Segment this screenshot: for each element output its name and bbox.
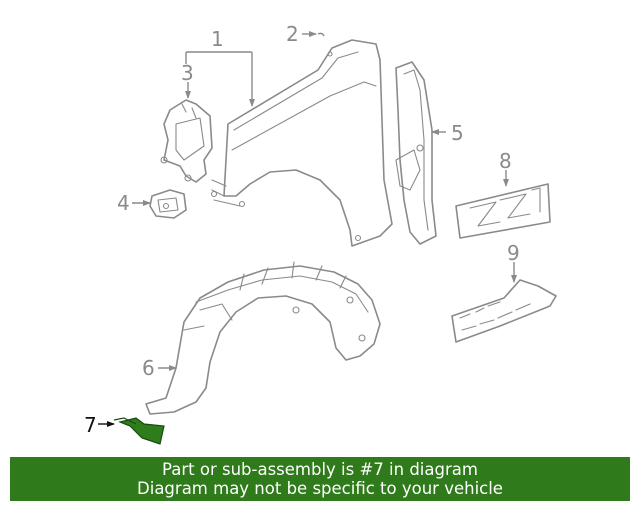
banner-line-1: Part or sub-assembly is #7 in diagram	[162, 460, 478, 479]
banner-line-2: Diagram may not be specific to your vehi…	[137, 479, 503, 498]
high-country-emblem-part	[451, 279, 557, 343]
liner-part	[145, 261, 381, 415]
callout-2: 2	[286, 22, 299, 46]
fender-part	[210, 39, 393, 247]
callout-3: 3	[181, 61, 194, 85]
info-banner: Part or sub-assembly is #7 in diagram Di…	[10, 457, 630, 501]
callout-7: 7	[84, 413, 97, 437]
callout-6: 6	[142, 356, 155, 380]
callout-5: 5	[451, 121, 464, 145]
mud-flap-part	[113, 417, 165, 445]
callout-1: 1	[211, 27, 224, 51]
callout-4: 4	[117, 191, 130, 215]
seal-part	[395, 61, 437, 245]
zz1-emblem-part	[455, 183, 551, 239]
leader-lines	[98, 31, 517, 427]
callout-8: 8	[499, 149, 512, 173]
callout-9: 9	[507, 241, 520, 265]
bracket-part	[160, 99, 213, 183]
clip-part	[149, 189, 187, 219]
